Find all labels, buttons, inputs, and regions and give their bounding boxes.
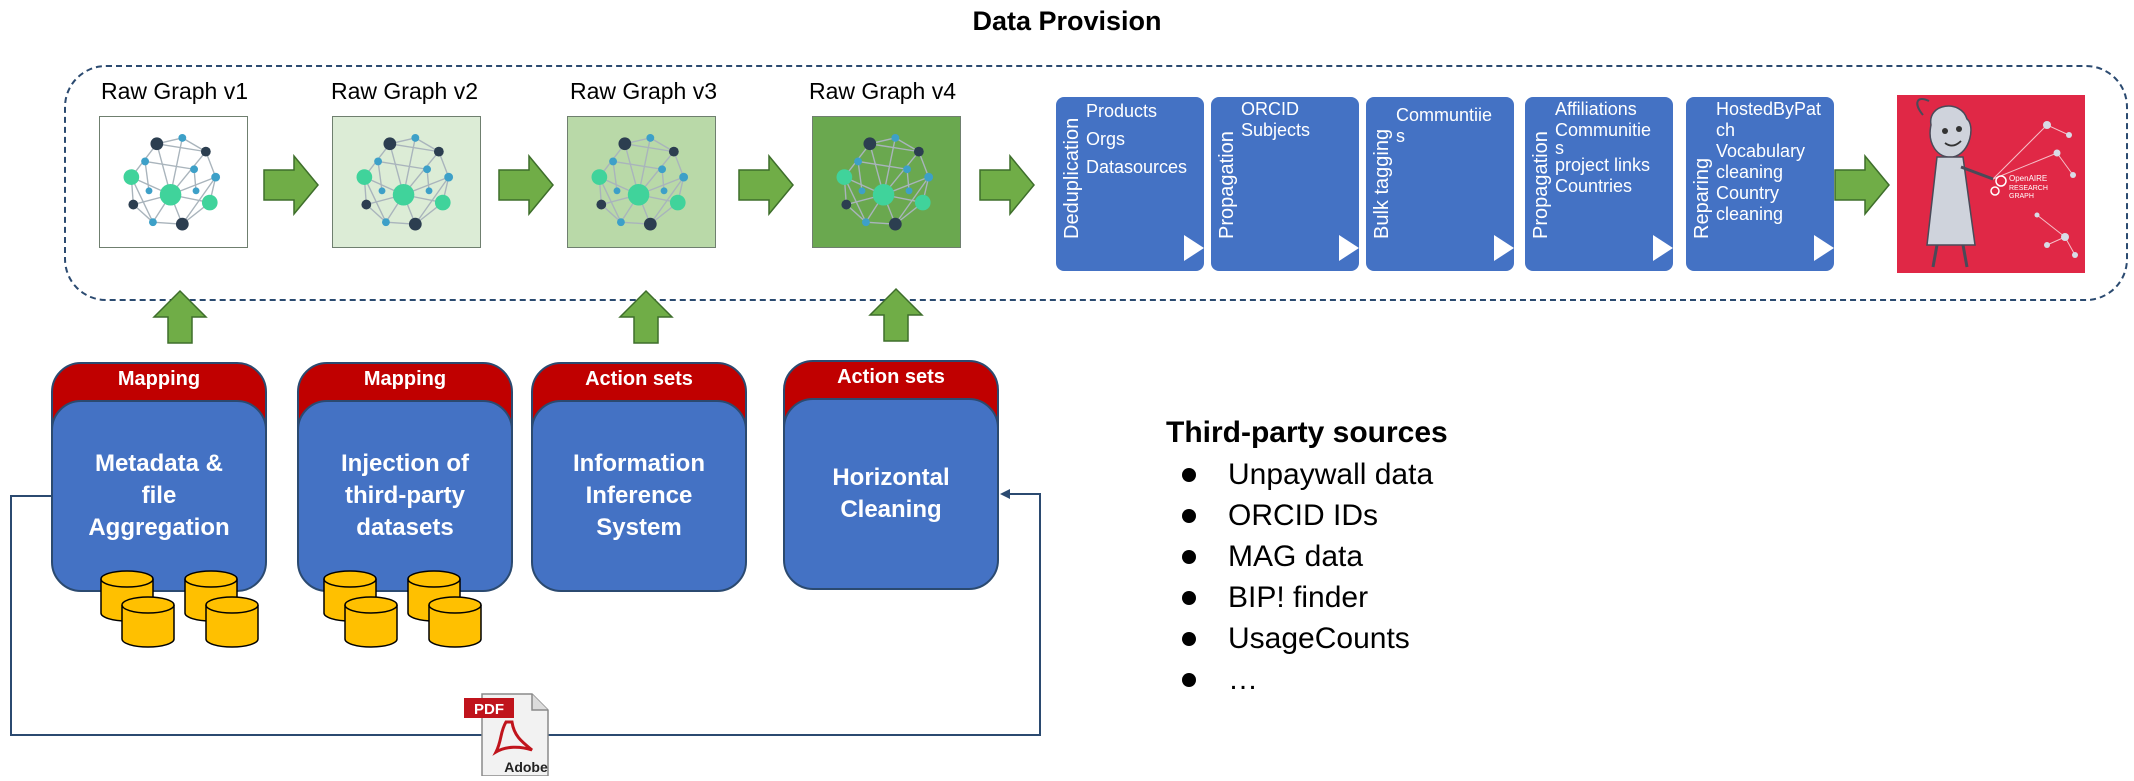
list-item: … xyxy=(1168,659,1433,700)
step-item: s xyxy=(1555,138,1564,158)
step-item: Communitie xyxy=(1555,120,1652,140)
database-cylinder-icon xyxy=(121,596,175,648)
raw-graph-v4-label: Raw Graph v4 xyxy=(809,78,957,104)
right-arrow-icon xyxy=(498,155,554,215)
raw-graph-v1-label: Raw Graph v1 xyxy=(101,78,249,104)
step-item: cleaning xyxy=(1716,204,1784,224)
third-party-sources-title: Third-party sources xyxy=(1166,416,1448,449)
module-horizontal-cleaning: Action sets Horizontal Cleaning xyxy=(783,360,999,590)
module-text: Cleaning xyxy=(840,496,942,523)
step-reparing: Reparing HostedByPat ch Vocabulary clean… xyxy=(1686,97,1834,271)
corner-notch xyxy=(1184,235,1204,261)
module-body: Horizontal Cleaning xyxy=(783,398,999,590)
corner-notch xyxy=(1339,235,1359,261)
step-name: Deduplication xyxy=(1061,117,1083,239)
list-item: UsageCounts xyxy=(1168,618,1433,659)
module-text: Metadata & xyxy=(94,450,223,477)
step-item: cleaning xyxy=(1716,162,1784,182)
step-item: Products xyxy=(1086,101,1158,121)
list-item: Unpaywall data xyxy=(1168,454,1433,495)
step-item: Subjects xyxy=(1241,120,1311,140)
logo-text: OpenAIRE xyxy=(2009,174,2047,183)
step-item: s xyxy=(1396,126,1405,146)
database-cylinder-icon xyxy=(428,596,482,648)
step-item: Country xyxy=(1716,183,1780,203)
module-injection-third-party: Mapping Injection of third-party dataset… xyxy=(297,362,513,592)
step-item: Datasources xyxy=(1086,157,1188,177)
module-text: file xyxy=(141,482,177,509)
step-item: Countries xyxy=(1555,176,1633,196)
list-item: MAG data xyxy=(1168,536,1433,577)
step-item: Vocabulary xyxy=(1716,141,1806,161)
raw-graph-v3-network-graph-icon xyxy=(567,116,716,248)
step-name: Propagation xyxy=(1216,131,1238,239)
list-item: BIP! finder xyxy=(1168,577,1433,618)
module-text: Information xyxy=(573,450,705,477)
step-name: Propagation xyxy=(1530,131,1552,239)
openaire-research-graph-illustration: OpenAIRE RESEARCH GRAPH xyxy=(1897,95,2085,273)
data-provision-boundary xyxy=(64,65,2128,301)
module-text: Injection of xyxy=(341,450,469,477)
right-arrow-icon xyxy=(979,155,1035,215)
module-text: System xyxy=(596,514,682,541)
right-arrow-icon xyxy=(263,155,319,215)
step-bulk-tagging: Bulk tagging Communtiie s xyxy=(1366,97,1514,271)
step-item: Communtiie xyxy=(1396,105,1493,125)
raw-graph-v1-network-graph-icon xyxy=(99,116,248,248)
module-metadata-aggregation: Mapping Metadata & file Aggregation xyxy=(51,362,267,592)
module-body: Metadata & file Aggregation xyxy=(51,400,267,592)
pdf-tag: PDF xyxy=(474,701,504,718)
step-item: Orgs xyxy=(1086,129,1126,149)
module-information-inference: Action sets Information Inference System xyxy=(531,362,747,592)
module-body: Injection of third-party datasets xyxy=(297,400,513,592)
step-name: Bulk tagging xyxy=(1371,128,1393,239)
pdf-file-icon: PDF Adobe xyxy=(462,690,552,777)
step-propagation-affiliations: Propagation Affiliations Communitie s pr… xyxy=(1525,97,1673,271)
module-text: third-party xyxy=(345,482,465,509)
raw-graph-v4-network-graph-icon xyxy=(812,116,961,248)
right-arrow-icon xyxy=(1834,155,1890,215)
step-item: project links xyxy=(1555,155,1651,175)
step-item: ORCID xyxy=(1241,99,1299,119)
pdf-brand: Adobe xyxy=(504,759,548,775)
step-deduplication: Deduplication Products Orgs Datasources xyxy=(1056,97,1204,271)
corner-notch xyxy=(1653,235,1673,261)
up-arrow-icon xyxy=(869,288,923,342)
step-item: HostedByPat xyxy=(1716,99,1822,119)
step-propagation-orcid: Propagation ORCID Subjects xyxy=(1211,97,1359,271)
module-text: Aggregation xyxy=(88,514,230,541)
module-text: datasets xyxy=(356,514,454,541)
list-item: ORCID IDs xyxy=(1168,495,1433,536)
corner-notch xyxy=(1814,235,1834,261)
database-cylinder-icon xyxy=(205,596,259,648)
raw-graph-v2-network-graph-icon xyxy=(332,116,481,248)
logo-text: RESEARCH xyxy=(2009,185,2048,192)
step-item: Affiliations xyxy=(1555,99,1637,119)
logo-text: GRAPH xyxy=(2009,193,2034,200)
page-title: Data Provision xyxy=(972,6,1162,36)
raw-graph-v3-label: Raw Graph v3 xyxy=(570,78,718,104)
third-party-sources-list: Unpaywall data ORCID IDs MAG data BIP! f… xyxy=(1168,454,1433,700)
step-name: Reparing xyxy=(1691,157,1713,239)
step-item: ch xyxy=(1716,120,1736,140)
module-text: Inference xyxy=(585,482,693,509)
module-body: Information Inference System xyxy=(531,400,747,592)
module-text: Horizontal xyxy=(832,464,950,491)
right-arrow-icon xyxy=(738,155,794,215)
database-cylinder-icon xyxy=(344,596,398,648)
raw-graph-v2-label: Raw Graph v2 xyxy=(331,78,479,104)
up-arrow-icon xyxy=(153,290,207,344)
corner-notch xyxy=(1494,235,1514,261)
up-arrow-icon xyxy=(619,290,673,344)
